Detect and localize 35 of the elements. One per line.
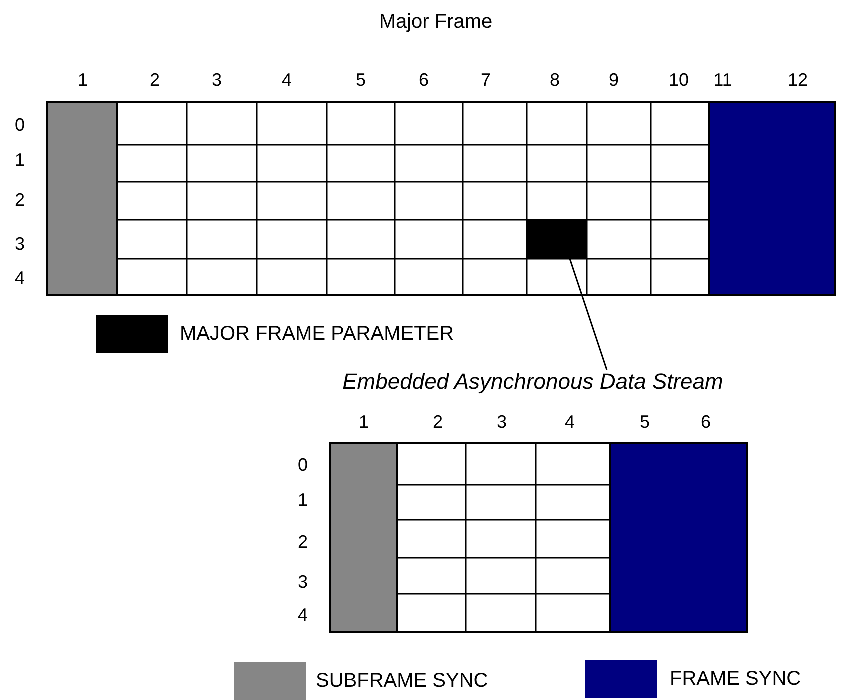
column-number: 1 [78, 69, 88, 92]
column-number: 11 [714, 69, 732, 92]
row-number: 1 [15, 149, 25, 172]
column-number: 6 [701, 411, 711, 434]
row-number: 3 [15, 233, 25, 256]
column-number: 9 [609, 69, 619, 92]
column-number: 2 [433, 411, 443, 434]
stream-heading: Embedded Asynchronous Data Stream [272, 370, 794, 396]
column-number: 5 [356, 69, 366, 92]
column-number: 2 [150, 69, 160, 92]
parameter-cell [527, 220, 587, 259]
row-number: 4 [15, 267, 25, 290]
row-number: 3 [298, 571, 308, 594]
column-number: 5 [640, 411, 650, 434]
row-number: 4 [298, 604, 308, 627]
diagram-title: Major Frame [379, 10, 493, 34]
row-number: 2 [298, 531, 308, 554]
column-number: 4 [282, 69, 292, 92]
column-number: 1 [359, 411, 369, 434]
column-number: 12 [788, 69, 808, 92]
column-number: 6 [419, 69, 429, 92]
row-number: 0 [298, 454, 308, 477]
column-number: 7 [481, 69, 491, 92]
legend-label: FRAME SYNC [670, 667, 802, 691]
column-number: 4 [565, 411, 575, 434]
row-number: 2 [15, 189, 25, 212]
column-number: 3 [497, 411, 507, 434]
leader-line [569, 258, 608, 370]
legend-label: SUBFRAME SYNC [316, 669, 488, 693]
row-number: 0 [15, 114, 25, 137]
row-number: 1 [298, 489, 308, 512]
legend-label: MAJOR FRAME PARAMETER [180, 322, 454, 346]
column-number: 3 [212, 69, 222, 92]
column-number: 8 [550, 69, 560, 92]
column-number: 10 [668, 69, 690, 92]
